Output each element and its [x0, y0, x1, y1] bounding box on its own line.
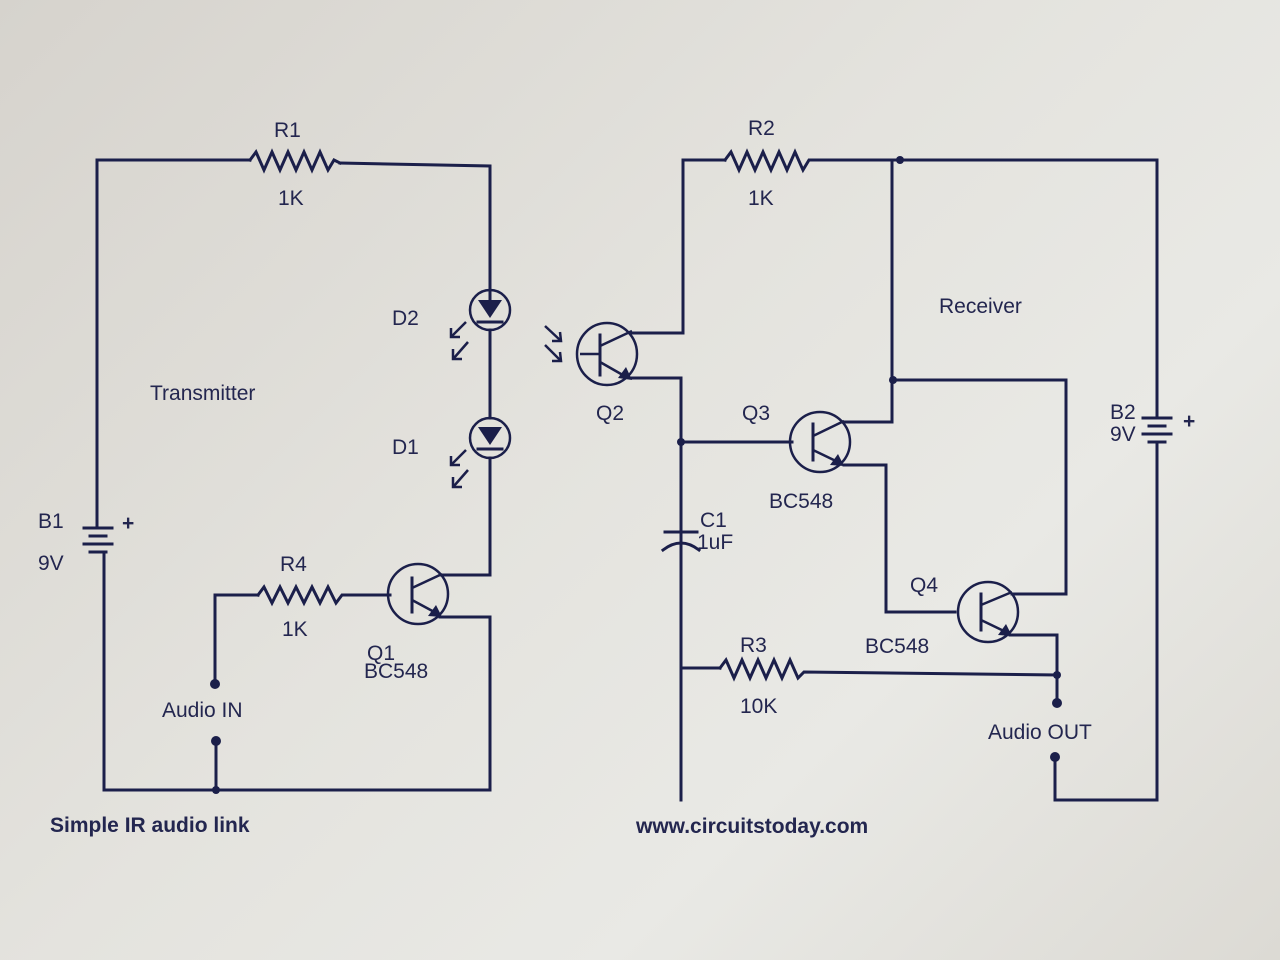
- b1-ref-label: B1: [38, 510, 64, 533]
- b2-ref-label: B2: [1110, 401, 1136, 424]
- r4-value-label: 1K: [282, 618, 308, 641]
- battery-b2: [1141, 158, 1173, 444]
- website-credit: www.circuitstoday.com: [635, 815, 868, 838]
- receiver-label: Receiver: [939, 295, 1022, 318]
- resistor-r2: [681, 148, 1159, 412]
- q3-ref-label: Q3: [742, 402, 770, 425]
- junction-dot: [896, 156, 904, 164]
- q2-ref-label: Q2: [596, 402, 624, 425]
- resistor-r1: [247, 148, 343, 174]
- r1-value-label: 1K: [278, 187, 304, 210]
- r3-value-label: 10K: [740, 695, 777, 718]
- d1-ref-label: D1: [392, 436, 419, 459]
- c1-ref-label: C1: [700, 509, 727, 532]
- led-d1: [449, 416, 512, 489]
- d2-ref-label: D2: [392, 307, 419, 330]
- b2-value-label: 9V: [1110, 423, 1136, 446]
- audio-in-terminal-top[interactable]: [210, 679, 220, 689]
- capacitor-c1: [660, 530, 702, 553]
- resistor-r4: [213, 583, 392, 685]
- q4-ref-label: Q4: [910, 574, 938, 597]
- wire-tx-top: [95, 158, 492, 529]
- b1-plus-sign: +: [122, 512, 134, 535]
- audio-in-label: Audio IN: [162, 699, 243, 722]
- b1-value-label: 9V: [38, 552, 64, 575]
- r2-ref-label: R2: [748, 117, 775, 140]
- wire-q4-collector: [891, 378, 1068, 596]
- led-d2: [449, 288, 512, 361]
- r4-ref-label: R4: [280, 553, 307, 576]
- c1-value-label: 1uF: [697, 531, 733, 554]
- r3-ref-label: R3: [740, 634, 767, 657]
- q3-part-label: BC548: [769, 490, 833, 513]
- transmitter-label: Transmitter: [150, 382, 255, 405]
- q1-ref-label: Q1: [367, 642, 395, 665]
- phototransistor-q2: [544, 321, 685, 802]
- wire-rx-ground: [1053, 440, 1159, 802]
- r2-value-label: 1K: [748, 187, 774, 210]
- diagram-title: Simple IR audio link: [50, 814, 250, 837]
- resistor-r3: [679, 656, 1059, 682]
- audio-out-label: Audio OUT: [988, 721, 1092, 744]
- battery-b1: [82, 526, 114, 792]
- q1-part-label: BC548: [364, 660, 428, 683]
- r1-ref-label: R1: [274, 119, 301, 142]
- q4-part-label: BC548: [865, 635, 929, 658]
- b2-plus-sign: +: [1183, 410, 1195, 433]
- transistor-q3: [788, 158, 957, 614]
- transistor-q1: [386, 562, 492, 792]
